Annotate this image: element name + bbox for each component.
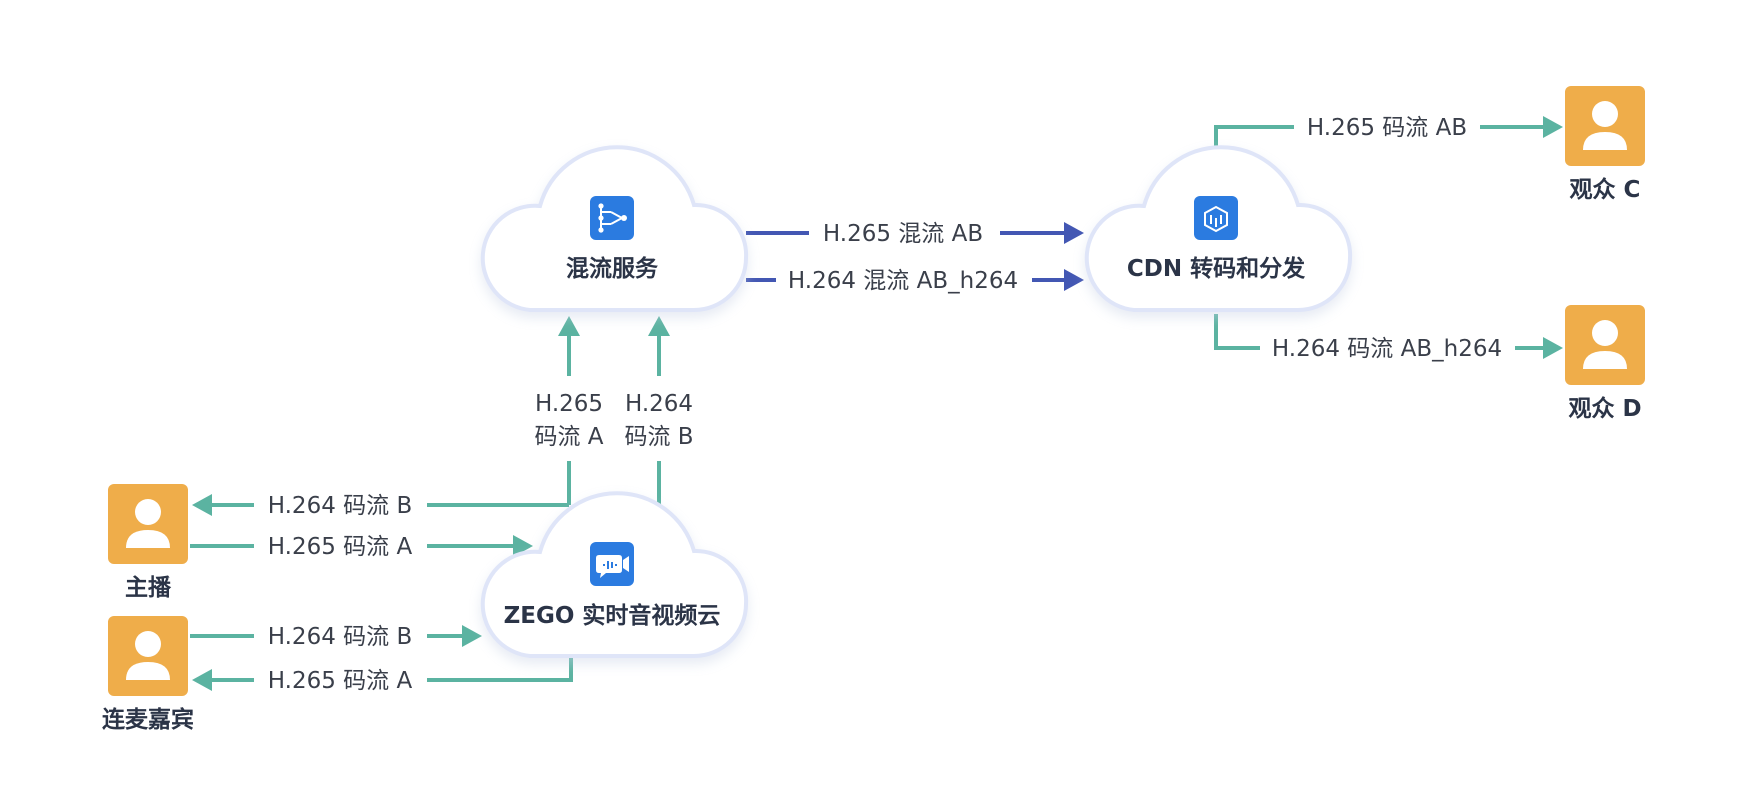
edge-cdn-h265: H.265 码流 AB xyxy=(1214,115,1563,148)
edge-line xyxy=(1214,314,1260,350)
node-label-viewer-c: 观众 C xyxy=(1570,177,1641,203)
node-label-zego: ZEGO 实时音视频云 xyxy=(504,602,721,629)
user-icon xyxy=(108,616,188,696)
edge-label-cdn-h264: H.264 码流 AB_h264 xyxy=(1272,336,1502,362)
arrow-head xyxy=(1543,116,1563,138)
edge-label-guest-out: H.264 码流 B xyxy=(268,624,413,650)
user-icon xyxy=(1565,305,1645,385)
edge-label-up-b-1: H.264 xyxy=(625,391,693,417)
edge-line xyxy=(1214,125,1294,148)
edge-line xyxy=(427,656,573,682)
user-viewer-c: 观众 C xyxy=(1565,86,1645,203)
edge-guest-in: H.265 码流 A xyxy=(192,656,573,694)
node-label-guest: 连麦嘉宾 xyxy=(102,706,194,733)
edge-label-guest-in: H.265 码流 A xyxy=(268,668,413,694)
edge-cdn-h264: H.264 码流 AB_h264 xyxy=(1214,314,1563,362)
arrow-head xyxy=(192,494,212,516)
edge-mix-h265: H.265 混流 AB xyxy=(746,221,1084,247)
cdn-node: CDN 转码和分发 xyxy=(1127,196,1305,282)
edge-label-host-out: H.265 码流 A xyxy=(268,534,413,560)
user-icon xyxy=(108,484,188,564)
node-label-viewer-d: 观众 D xyxy=(1568,396,1641,422)
edge-label-host-in: H.264 码流 B xyxy=(268,493,413,519)
arrow-head xyxy=(462,625,482,647)
edge-host-in: H.264 码流 B xyxy=(192,493,569,519)
arrow-head xyxy=(1064,222,1084,244)
edge-up-stream-b: H.264 码流 B xyxy=(624,316,694,505)
cube-icon xyxy=(1194,196,1238,240)
edge-label-up-a-2: 码流 A xyxy=(534,424,603,450)
arrow-head xyxy=(558,316,580,336)
mix-service-node: 混流服务 xyxy=(566,196,659,282)
arrow-head xyxy=(513,535,533,557)
user-viewer-d: 观众 D xyxy=(1565,305,1645,422)
node-label-mix-service: 混流服务 xyxy=(566,255,659,282)
node-label-cdn: CDN 转码和分发 xyxy=(1127,255,1305,282)
edge-label-cdn-h265: H.265 码流 AB xyxy=(1307,115,1467,141)
user-host: 主播 xyxy=(108,484,188,601)
zego-cloud-node: ZEGO 实时音视频云 xyxy=(504,542,721,629)
edge-host-out: H.265 码流 A xyxy=(190,534,533,560)
arrow-head xyxy=(1543,337,1563,359)
user-icon xyxy=(1565,86,1645,166)
edge-label-mix-h264: H.264 混流 AB_h264 xyxy=(788,268,1018,294)
node-label-host: 主播 xyxy=(125,575,172,601)
edge-mix-h264: H.264 混流 AB_h264 xyxy=(746,268,1084,294)
arrow-head xyxy=(1064,269,1084,291)
edge-label-up-b-2: 码流 B xyxy=(624,424,693,450)
edge-guest-out: H.264 码流 B xyxy=(190,624,482,650)
edge-label-mix-h265: H.265 混流 AB xyxy=(823,221,983,247)
user-guest: 连麦嘉宾 xyxy=(102,616,194,733)
video-chat-icon xyxy=(590,542,634,586)
edge-up-stream-a: H.265 码流 A xyxy=(534,316,604,505)
branch-icon xyxy=(590,196,634,240)
arrow-head xyxy=(648,316,670,336)
edge-label-up-a-1: H.265 xyxy=(535,391,603,417)
arrow-head xyxy=(192,669,212,691)
